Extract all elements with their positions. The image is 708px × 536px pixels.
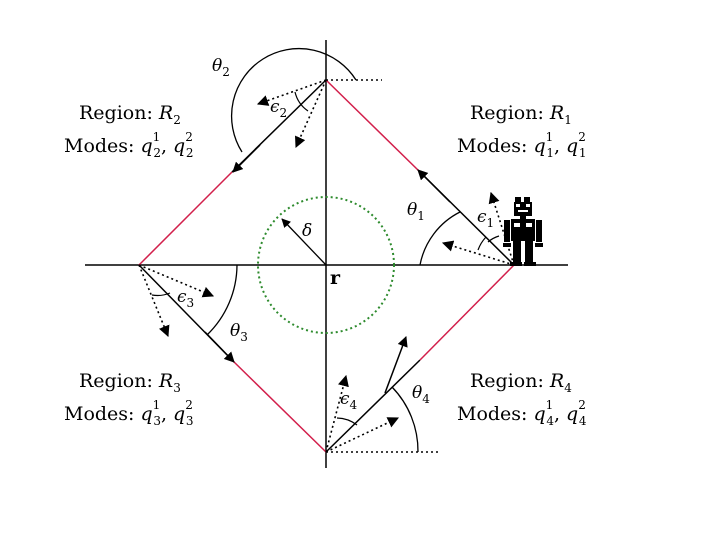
svg-text:Modes: q11, q21: Modes: q11, q21 xyxy=(457,130,587,160)
svg-text:Region: R1: Region: R1 xyxy=(470,102,572,127)
path-r2-arrow xyxy=(232,144,261,173)
theta1-label: θ1 xyxy=(407,200,425,223)
svg-text:Region: R4: Region: R4 xyxy=(470,370,572,395)
eps3-arc xyxy=(151,292,171,297)
eps4-arc xyxy=(336,417,358,426)
eps2-dotted-down xyxy=(295,79,327,149)
eps1-dotted-left xyxy=(441,240,515,266)
eps1-label: ϵ1 xyxy=(477,207,494,230)
eps4-dotted-up xyxy=(325,374,349,453)
eps3-dotted-right xyxy=(138,264,215,298)
eps3-label: ϵ3 xyxy=(177,287,194,310)
svg-text:Modes: q14, q24: Modes: q14, q24 xyxy=(457,398,587,428)
svg-text:Modes: q12, q22: Modes: q12, q22 xyxy=(64,130,194,160)
target-region-circle xyxy=(257,196,395,334)
robot-icon xyxy=(503,197,543,266)
path-r4-black xyxy=(325,359,421,453)
eps1-arc2 xyxy=(487,235,500,243)
theta2-label: θ2 xyxy=(212,56,230,79)
theta2-arc xyxy=(231,47,357,153)
path-r1-arrow xyxy=(417,169,451,203)
eps1-arc xyxy=(477,236,487,251)
eps2-arc xyxy=(294,91,309,112)
path-r4-arrow xyxy=(384,336,408,394)
path-r3-arrow xyxy=(204,331,235,363)
theta3-label: θ3 xyxy=(230,321,248,344)
theta3-arc xyxy=(206,264,238,336)
eps2-label: ϵ2 xyxy=(270,97,287,120)
theta1-arc xyxy=(419,211,461,266)
radius-label: δ xyxy=(302,221,312,241)
theta4-label: θ4 xyxy=(412,383,430,406)
theta4-arc xyxy=(391,386,419,453)
radius-arrow xyxy=(281,218,327,266)
path-r4-red xyxy=(419,264,515,361)
eps2-dotted-left xyxy=(256,79,327,106)
svg-text:Modes: q13, q23: Modes: q13, q23 xyxy=(64,398,194,428)
eps4-label: ϵ4 xyxy=(340,389,358,412)
path-r1-red xyxy=(325,79,421,173)
svg-text:Region: R3: Region: R3 xyxy=(79,370,181,395)
path-r3-red xyxy=(231,359,327,453)
path-r2-red xyxy=(138,171,233,266)
eps4-dotted-right xyxy=(325,417,400,453)
center-label: r xyxy=(330,267,341,289)
svg-text:Region: R2: Region: R2 xyxy=(79,102,181,127)
